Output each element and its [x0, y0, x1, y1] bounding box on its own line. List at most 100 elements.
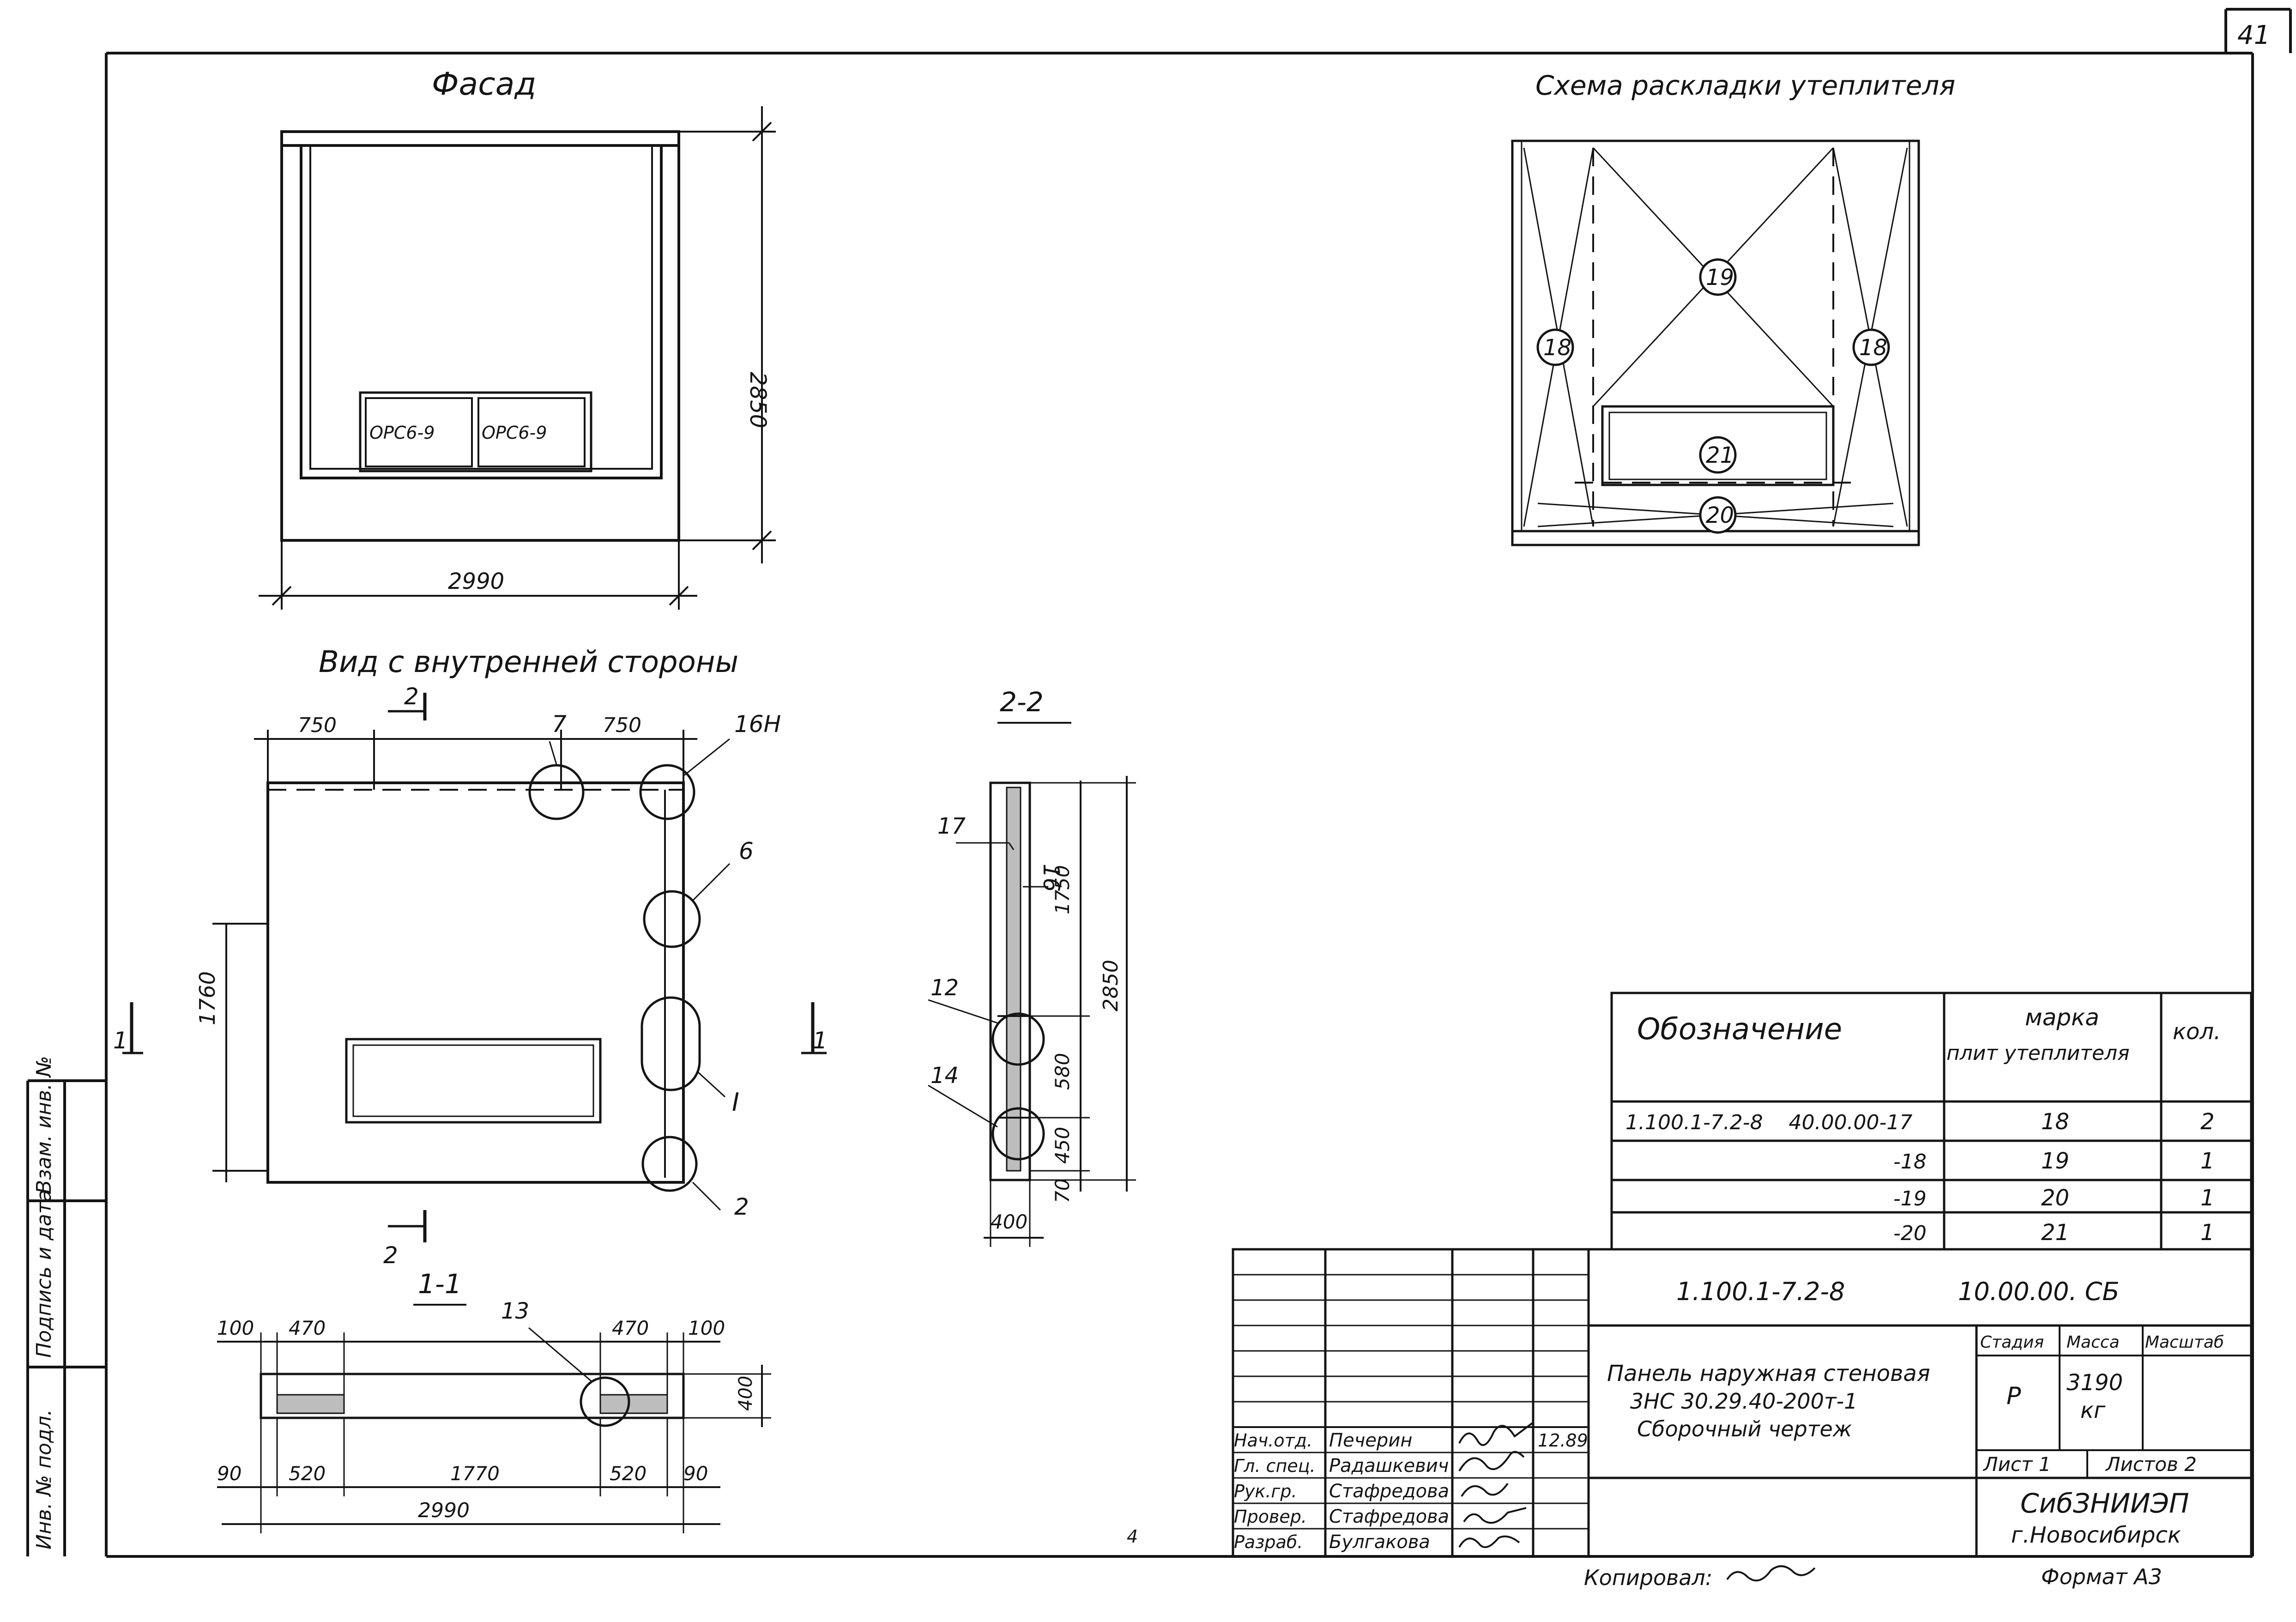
spec-row-2-qty: 1 — [2200, 1148, 2215, 1174]
callout-14: 14 — [930, 1063, 959, 1089]
callout-node-I: I — [732, 1088, 739, 1117]
section-2-2-dim-450: 450 — [1051, 1127, 1074, 1164]
footer-stray-mark: 4 — [1127, 1526, 1138, 1547]
title-stage-value: Р — [2006, 1382, 2021, 1410]
section-1-1-drawing — [217, 1327, 771, 1533]
insulation-marker-18-right: 18 — [1859, 335, 1887, 361]
facade-title: Фасад — [432, 66, 536, 103]
section-2-2-dim-1750: 1750 — [1051, 865, 1074, 914]
inner-dim-right: 750 — [603, 714, 641, 737]
title-block — [1232, 1248, 2253, 1558]
spec-header-designation: Обозначение — [1637, 1012, 1842, 1047]
spec-row-3-mark: 20 — [2041, 1185, 2069, 1211]
section-2-2-title: 2-2 — [1000, 686, 1044, 718]
role-4-name: Стафредова — [1329, 1506, 1449, 1527]
facade-drawing — [259, 106, 776, 610]
spec-header-qty: кол. — [2173, 1019, 2221, 1045]
callout-2: 2 — [734, 1193, 749, 1220]
spec-row-3-designation: -19 — [1893, 1187, 1927, 1210]
insulation-drawing — [1511, 139, 1920, 546]
title-sheets-label: Листов 2 — [2105, 1453, 2197, 1476]
title-date: 12.89 — [1538, 1430, 1588, 1451]
section-1-1-top-dim-1: 100 — [217, 1317, 254, 1339]
spec-row-2-designation: -18 — [1893, 1150, 1927, 1174]
spec-row-4-mark: 21 — [2041, 1220, 2069, 1246]
section-1-1-bottom-dim-2: 520 — [289, 1462, 326, 1485]
section-1-right-label: 1 — [813, 1027, 828, 1054]
facade-height-dim: 2850 — [745, 372, 771, 428]
role-2-title: Гл. спец. — [1234, 1456, 1316, 1476]
section-2-2-total: 2850 — [1099, 960, 1123, 1011]
inner-dim-height: 1760 — [195, 971, 220, 1025]
section-2-bottom-label: 2 — [383, 1242, 398, 1269]
title-scale-label: Масштаб — [2145, 1333, 2224, 1352]
title-name-line-2: 3НС 30.29.40-200т-1 — [1630, 1389, 1858, 1414]
section-1-1-height: 400 — [735, 1376, 756, 1411]
title-code-series: 1.100.1-7.2-8 — [1676, 1277, 1845, 1306]
spec-row-2-mark: 19 — [2041, 1148, 2069, 1174]
callout-16: 16 — [1038, 864, 1064, 892]
section-2-2-dim-70: 70 — [1051, 1179, 1074, 1203]
section-1-1-top-dim-2: 470 — [289, 1317, 326, 1339]
spec-header-mark-sub: плит утеплителя — [1946, 1041, 2130, 1065]
section-1-1-total: 2990 — [418, 1499, 470, 1522]
spec-row-1-mark: 18 — [2041, 1109, 2069, 1135]
inner-dim-left: 750 — [298, 714, 337, 737]
title-mass-unit: кг — [2080, 1398, 2106, 1423]
insulation-marker-19: 19 — [1706, 265, 1734, 291]
insulation-title: Схема раскладки утеплителя — [1535, 70, 1955, 101]
title-name-line-1: Панель наружная стеновая — [1607, 1361, 1930, 1386]
footer-format: Формат А3 — [2041, 1564, 2162, 1589]
section-2-2-drawing — [928, 776, 1136, 1247]
spec-row-1-qty: 2 — [2200, 1109, 2215, 1135]
section-1-1-top-dim-4: 100 — [688, 1317, 725, 1339]
title-mass-value: 3190 — [2066, 1370, 2123, 1396]
insulation-marker-18-left: 18 — [1543, 335, 1571, 361]
role-3-title: Рук.гр. — [1234, 1481, 1297, 1501]
footer-copied: Копировал: — [1584, 1565, 1712, 1590]
role-1-name: Печерин — [1329, 1430, 1412, 1451]
title-name-line-3: Сборочный чертеж — [1637, 1416, 1852, 1441]
callout-6: 6 — [739, 838, 754, 865]
page-number: 41 — [2237, 20, 2270, 50]
copied-signature — [1726, 1565, 1816, 1582]
role-4-title: Провер. — [1234, 1507, 1307, 1527]
role-2-name: Радашкевич — [1329, 1455, 1449, 1477]
title-mass-label: Масса — [2066, 1333, 2120, 1352]
section-1-left-label: 1 — [113, 1027, 128, 1054]
section-1-1-bottom-dim-5: 90 — [683, 1462, 708, 1485]
title-org: СибЗНИИЭП — [2020, 1488, 2189, 1519]
inner-view-drawing — [122, 693, 827, 1242]
facade-width-dim: 2990 — [448, 569, 504, 594]
spec-row-1-designation: 1.100.1-7.2-8 40.00.00-17 — [1625, 1111, 1912, 1134]
role-5-title: Разраб. — [1234, 1532, 1303, 1552]
stamp-inv-podl: Инв. № подл. — [32, 1409, 56, 1549]
callout-16h: 16Н — [734, 711, 781, 738]
title-code-doc: 10.00.00. СБ — [1958, 1277, 2120, 1306]
section-2-2-thickness: 400 — [991, 1210, 1027, 1233]
title-city: г.Новосибирск — [2011, 1522, 2181, 1548]
spec-row-4-designation: -20 — [1893, 1222, 1927, 1245]
spec-row-3-qty: 1 — [2200, 1185, 2215, 1211]
facade-window-1: ОРС6-9 — [369, 423, 435, 443]
role-1-title: Нач.отд. — [1234, 1430, 1312, 1451]
facade-window-2: ОРС6-9 — [482, 423, 547, 443]
title-sheet-label: Лист 1 — [1982, 1453, 2051, 1476]
insulation-marker-20: 20 — [1706, 502, 1734, 528]
inner-view-title: Вид с внутренней стороны — [319, 645, 738, 679]
callout-12: 12 — [930, 975, 959, 1001]
signatures — [1458, 1422, 1534, 1548]
section-1-1-bottom-dim-4: 520 — [610, 1462, 647, 1485]
stamp-vzam-inv: Взам. инв. № — [32, 1056, 56, 1194]
callout-17: 17 — [937, 813, 966, 839]
section-1-1-title: 1-1 — [418, 1268, 462, 1300]
callout-13: 13 — [501, 1298, 529, 1324]
title-stage-label: Стадия — [1980, 1333, 2044, 1352]
section-2-2-dim-580: 580 — [1051, 1053, 1074, 1090]
role-3-name: Стафредова — [1329, 1481, 1449, 1502]
role-5-name: Булгакова — [1329, 1531, 1430, 1553]
section-1-1-bottom-dim-1: 90 — [217, 1462, 242, 1485]
stamp-sign-date: Подпись и дата — [32, 1190, 56, 1358]
spec-row-4-qty: 1 — [2200, 1220, 2215, 1246]
